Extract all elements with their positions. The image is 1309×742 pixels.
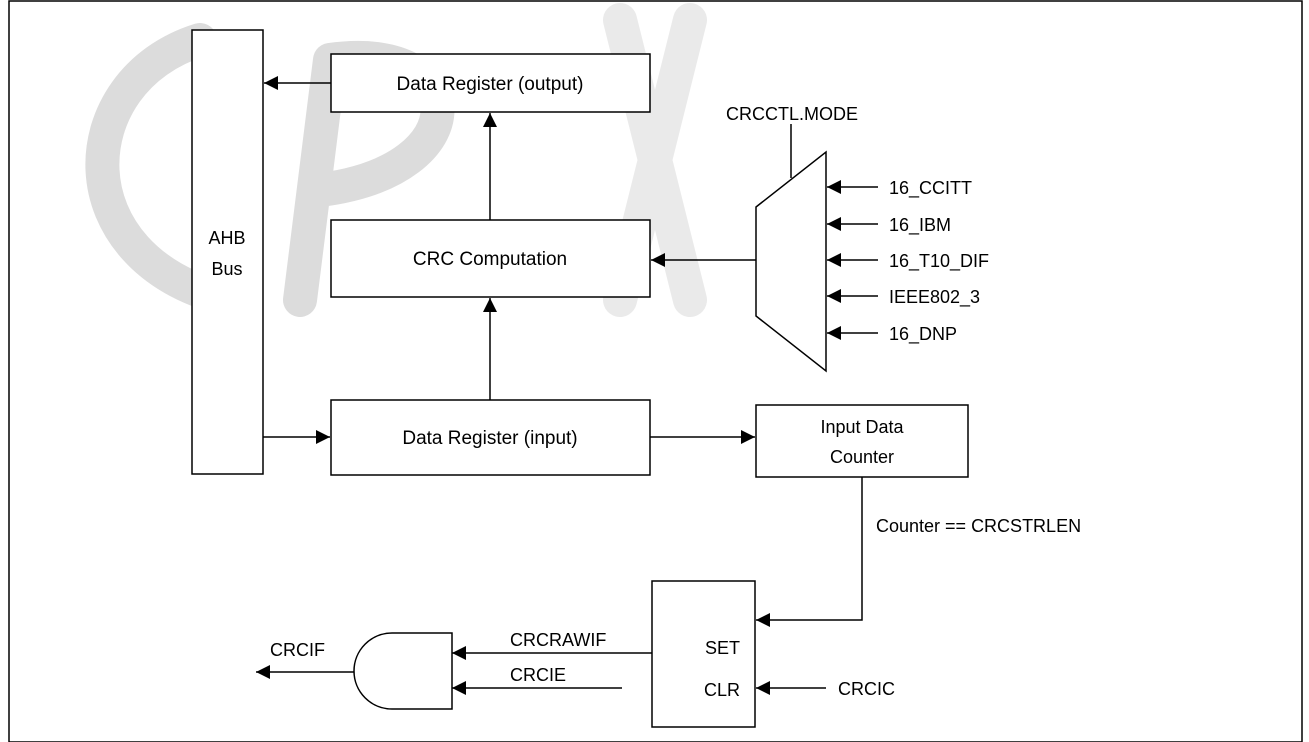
data-register-input-block: Data Register (input) (330, 399, 651, 476)
ahb-bus-label-line2: Bus (211, 259, 242, 279)
and-gate (353, 632, 453, 710)
mux-input-label-5: 16_DNP (889, 324, 957, 345)
data-register-output-block: Data Register (output) (330, 53, 651, 113)
outer-frame (8, 0, 1303, 742)
crc-computation-block: CRC Computation (330, 219, 651, 298)
clr-label: CLR (704, 680, 740, 700)
data-register-input-label: Data Register (input) (402, 428, 577, 449)
data-register-output-label: Data Register (output) (397, 74, 584, 95)
input-data-counter-label-line2: Counter (830, 447, 894, 467)
connections: Counter == CRCSTRLEN CRCIC CRCRAWIF CRCI… (256, 76, 1081, 699)
mux-input-label-2: 16_IBM (889, 215, 951, 236)
crcic-label: CRCIC (838, 679, 895, 699)
ahb-bus-label-line1: AHB (208, 228, 245, 248)
mux-input-label-3: 16_T10_DIF (889, 251, 989, 272)
mux-input-label-1: 16_CCITT (889, 178, 972, 199)
mux-input-label-4: IEEE802_3 (889, 287, 980, 308)
mode-mux: CRCCTL.MODE (726, 104, 858, 373)
crcif-label: CRCIF (270, 640, 325, 660)
crc-computation-label: CRC Computation (413, 249, 567, 270)
set-label: SET (705, 638, 740, 658)
ahb-bus-block: AHB Bus (191, 29, 264, 475)
input-data-counter-block: Input Data Counter (755, 404, 969, 478)
mux-select-label: CRCCTL.MODE (726, 104, 858, 124)
counter-compare-label: Counter == CRCSTRLEN (876, 516, 1081, 536)
crcie-label: CRCIE (510, 665, 566, 685)
crcrawif-label: CRCRAWIF (510, 630, 606, 650)
input-data-counter-label-line1: Input Data (820, 417, 904, 437)
arrow-counter-to-set (756, 477, 863, 627)
mux-inputs: 16_CCITT 16_IBM 16_T10_DIF IEEE802_3 16_… (827, 178, 989, 345)
flag-register-block: SET CLR (651, 580, 756, 728)
